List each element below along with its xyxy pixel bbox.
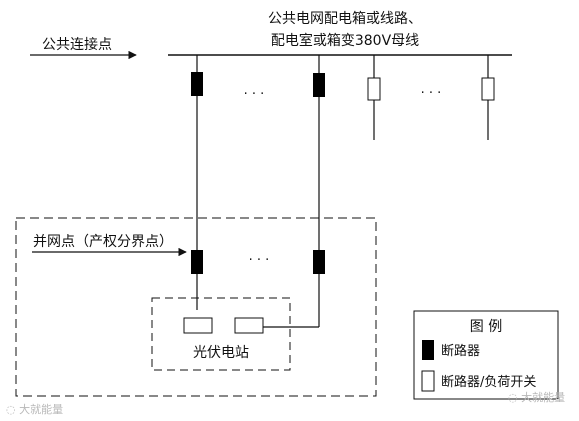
legend-box <box>413 310 559 400</box>
load-switch-feeder-4 <box>481 77 495 101</box>
legend-title: 图 例 <box>470 319 502 335</box>
watermark-left-text: 大就能量 <box>19 402 63 416</box>
pv-switch-left <box>183 317 213 334</box>
pv-switch-right <box>234 317 264 334</box>
breaker-feeder-2-gridpoint <box>313 250 325 274</box>
breaker-feeder-1-gridpoint <box>191 250 203 274</box>
ellipsis-top-left: · · · <box>244 87 265 102</box>
pcc-label: 公共连接点 <box>42 36 112 53</box>
pv-station-label: 光伏电站 <box>193 345 249 361</box>
grid-point-label: 并网点（产权分界点） <box>33 234 173 250</box>
watermark-right: ◌ 大就能量 <box>508 390 565 404</box>
legend-load-switch-symbol <box>421 370 435 392</box>
bus-title-line2: 配电室或箱变380V母线 <box>271 32 419 49</box>
watermark-left-icon: ◌ <box>6 403 19 416</box>
watermark-right-icon: ◌ <box>508 391 521 404</box>
watermark-right-text: 大就能量 <box>521 390 565 404</box>
breaker-feeder-2-top <box>313 73 325 97</box>
breaker-feeder-1-top <box>191 72 203 96</box>
bus-title-line1: 公共电网配电箱或线路、 <box>268 11 422 27</box>
legend-breaker-symbol <box>422 340 434 360</box>
ellipsis-top-right: · · · <box>421 86 442 101</box>
load-switch-feeder-3 <box>367 77 381 101</box>
legend-breaker-label: 断路器 <box>441 343 480 359</box>
pv-owner-boundary <box>15 217 377 397</box>
legend-load-switch-label: 断路器/负荷开关 <box>441 374 536 390</box>
ellipsis-middle: · · · <box>249 253 270 268</box>
pv-station-boundary <box>151 297 291 371</box>
watermark-left: ◌ 大就能量 <box>6 402 63 416</box>
